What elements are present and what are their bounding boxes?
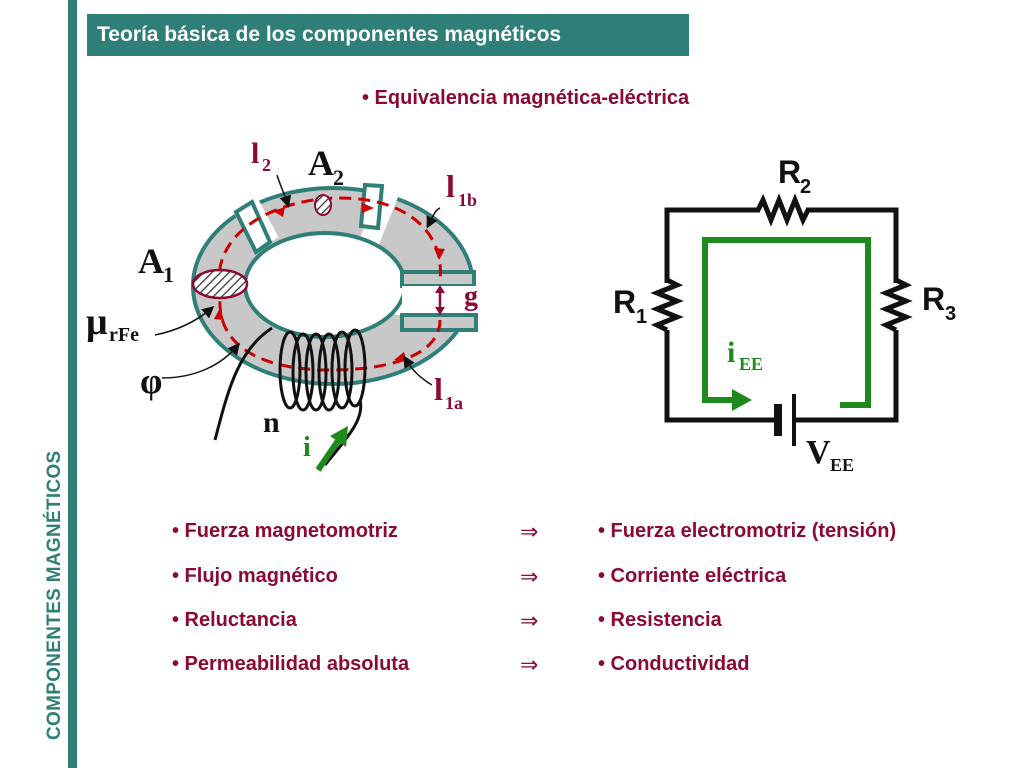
equiv-electric-4: • Conductividad (598, 653, 750, 675)
label-l1b-sub: 1b (458, 190, 477, 210)
coil (213, 326, 367, 466)
core-notches (233, 182, 385, 255)
resistor-r1 (650, 277, 684, 333)
cross-section-a2 (314, 194, 332, 216)
equiv-electric-2: • Corriente eléctrica (598, 565, 787, 587)
label-r3: R (922, 281, 945, 317)
core-hole (243, 231, 407, 339)
label-mu-sub: rFe (109, 324, 139, 346)
equiv-arrow-2: ⇒ (520, 565, 539, 590)
sidebar-accent-bar (68, 0, 77, 768)
label-i: i (303, 432, 311, 463)
label-a2: A (308, 143, 334, 183)
label-pointers (154, 174, 441, 386)
circuit-wires (664, 207, 899, 423)
gap-arrow-head-bottom (435, 307, 445, 315)
equiv-arrow-1: ⇒ (520, 520, 539, 545)
current-loop (702, 237, 871, 408)
gap-arrow-head-top (435, 285, 445, 293)
flux-arrow-2 (362, 203, 374, 213)
label-r1-sub: 1 (636, 306, 647, 328)
flux-arrow-3 (434, 248, 445, 260)
label-l2-sub: 2 (262, 155, 271, 175)
battery-vee (774, 394, 796, 446)
label-mu: μ (86, 301, 108, 343)
equiv-magnetic-3: • Reluctancia (172, 609, 297, 631)
equiv-magnetic-1: • Fuerza magnetomotriz (172, 520, 398, 542)
current-loop-arrow (705, 389, 752, 411)
label-r3-sub: 3 (945, 303, 956, 325)
equiv-electric-1: • Fuerza electromotriz (tensión) (598, 520, 897, 542)
label-phi: φ (140, 361, 162, 401)
flux-arrow-5 (214, 308, 224, 320)
page-title: Teoría básica de los componentes magnéti… (87, 14, 689, 56)
label-l1a-sub: 1a (445, 393, 463, 413)
label-n: n (263, 406, 280, 439)
flux-path-bottom (218, 299, 442, 372)
label-l1b: l (446, 168, 455, 204)
label-r2: R (778, 154, 801, 190)
current-arrow (315, 426, 348, 472)
flux-arrow-1 (273, 207, 285, 217)
label-vee-sub: EE (830, 455, 854, 475)
label-a2-sub: 2 (333, 165, 344, 190)
label-vee: V (806, 434, 831, 471)
label-l1a: l (434, 371, 443, 407)
equiv-magnetic-2: • Flujo magnético (172, 565, 338, 587)
label-r2-sub: 2 (800, 176, 811, 198)
equiv-arrow-4: ⇒ (520, 653, 539, 678)
label-r1: R (613, 284, 636, 320)
equiv-magnetic-4: • Permeabilidad absoluta (172, 653, 410, 675)
label-iee-sub: EE (739, 354, 763, 374)
resistor-r2 (755, 193, 811, 227)
flux-path-top (217, 196, 442, 291)
label-a1-sub: 1 (163, 262, 174, 287)
equiv-arrow-3: ⇒ (520, 609, 539, 634)
label-a1: A (138, 241, 164, 281)
label-iee: i (727, 336, 735, 369)
equiv-electric-3: • Resistencia (598, 609, 722, 631)
label-g: g (464, 281, 478, 312)
resistor-r3 (879, 277, 913, 333)
cross-section-a1 (191, 268, 249, 300)
subtitle: • Equivalencia magnética-eléctrica (362, 87, 690, 109)
label-l2: l (251, 137, 259, 170)
